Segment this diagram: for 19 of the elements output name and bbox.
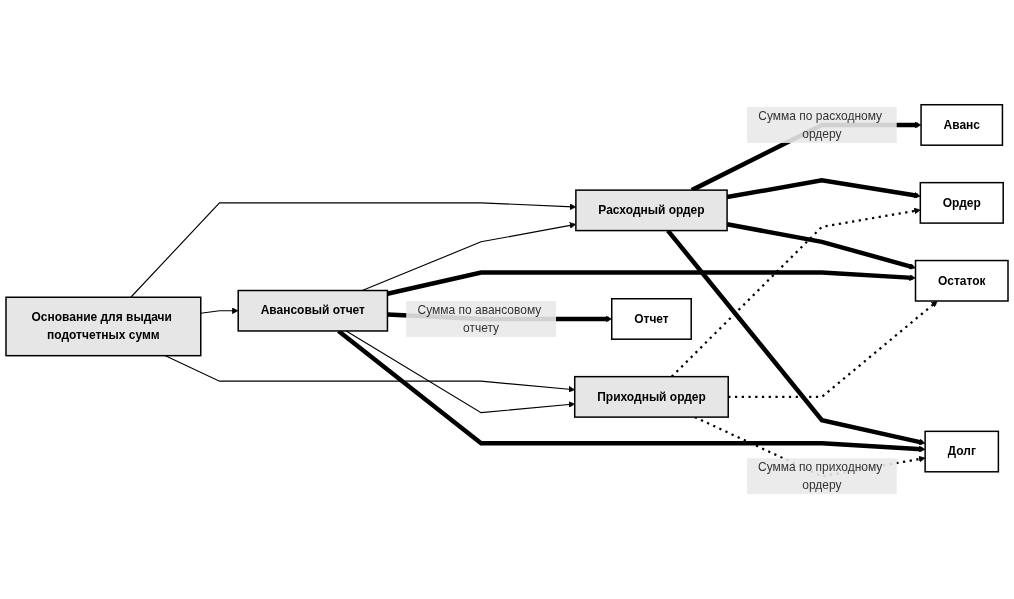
edge-label: Сумма по приходному ордеру — [758, 460, 883, 492]
arrow — [200, 307, 239, 315]
arrow — [670, 207, 921, 378]
arrow — [386, 270, 916, 296]
node-box: Ордер — [919, 181, 1004, 224]
node-box: Аванс — [920, 104, 1004, 146]
edge-label: Сумма по расходному ордеру — [758, 109, 883, 140]
node-box: Авансовый отчет — [237, 289, 389, 332]
node-box: Отчет — [611, 298, 692, 340]
arrow — [164, 355, 575, 393]
node-box: Остаток — [914, 259, 1009, 302]
arrow — [337, 329, 926, 453]
arrow — [666, 229, 926, 446]
arrow — [345, 330, 575, 414]
node-box: Долг — [924, 430, 1000, 473]
node-box: Основание для выдачи подотчетных сумм — [5, 296, 202, 357]
edge-label: Сумма по авансовому отчету — [417, 303, 542, 334]
node-box: Приходный ордер — [573, 375, 729, 418]
node-box: Расходный ордер — [575, 189, 728, 232]
